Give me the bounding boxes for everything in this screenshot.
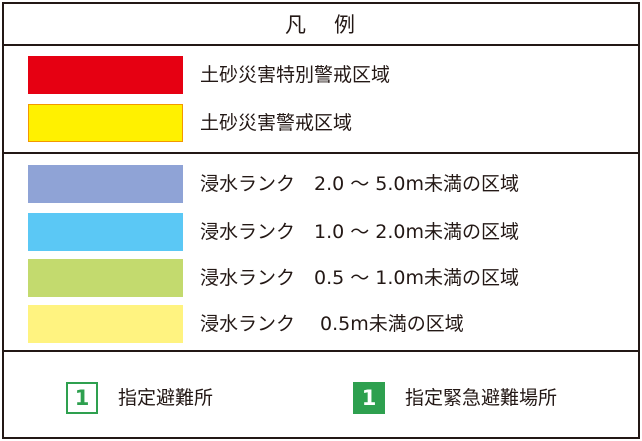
flood-rank-2-5-label: 浸水ランク 2.0 ～ 5.0m未満の区域 (200, 173, 520, 195)
flood-rank-0.5-1-swatch (28, 259, 183, 297)
emergency-evacuation-site-label: 指定緊急避難場所 (405, 387, 558, 409)
special-hazard-zone-label: 土砂災害特別警戒区域 (200, 64, 391, 86)
legend-item-flood-rank-under-0.5: 浸水ランク 0.5m未満の区域 (4, 305, 638, 345)
legend-item-special-hazard-zone: 土砂災害特別警戒区域 (4, 56, 638, 96)
flood-rank-1-2-label: 浸水ランク 1.0 ～ 2.0m未満の区域 (200, 221, 520, 243)
flood-rank-1-2-swatch (28, 213, 183, 251)
legend-item-flood-rank-1-2: 浸水ランク 1.0 ～ 2.0m未満の区域 (4, 213, 638, 253)
hazard-divider (4, 152, 638, 154)
flood-rank-under-0.5-swatch (28, 305, 183, 343)
legend-title-char-2: 例 (334, 13, 357, 37)
designated-shelter-label: 指定避難所 (118, 387, 214, 409)
legend-title-char-1: 凡 (285, 13, 308, 37)
emergency-evacuation-site-marker: 1 (353, 382, 385, 414)
legend-item-hazard-zone: 土砂災害警戒区域 (4, 104, 638, 144)
special-hazard-zone-swatch (28, 56, 183, 94)
flood-rank-2-5-swatch (28, 165, 183, 203)
legend-item-flood-rank-2-5: 浸水ランク 2.0 ～ 5.0m未満の区域 (4, 165, 638, 205)
facility-legend-row: 1 指定避難所 1 指定緊急避難場所 (4, 362, 638, 437)
legend-title: 凡 例 (4, 4, 638, 44)
designated-shelter-marker: 1 (66, 382, 98, 414)
hazard-zone-label: 土砂災害警戒区域 (200, 112, 353, 134)
legend-item-flood-rank-0.5-1: 浸水ランク 0.5 ～ 1.0m未満の区域 (4, 259, 638, 299)
hazard-zone-swatch (28, 104, 183, 142)
title-divider (4, 44, 638, 46)
flood-rank-under-0.5-label: 浸水ランク 0.5m未満の区域 (200, 313, 464, 335)
flood-divider (4, 350, 638, 352)
flood-rank-0.5-1-label: 浸水ランク 0.5 ～ 1.0m未満の区域 (200, 267, 520, 289)
